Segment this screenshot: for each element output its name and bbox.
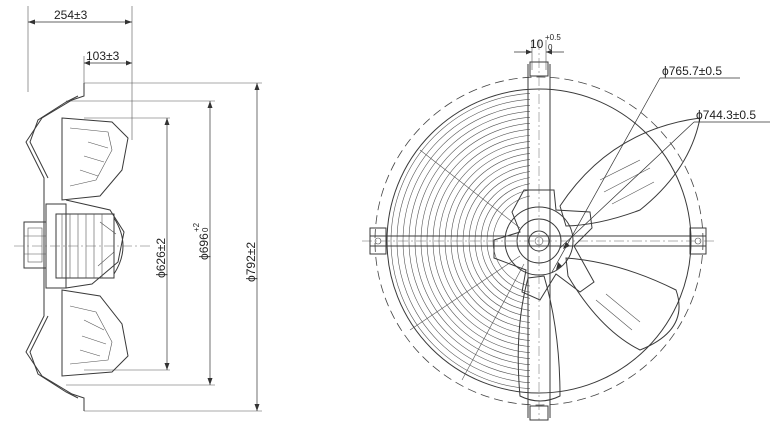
dim-phi-765: ϕ765.7±0.5 [551,64,740,273]
side-view: 254±3 103±3 [14,6,262,412]
dim-phi-792-label: ϕ792±2 [244,242,258,282]
dim-phi-744-label: ϕ744.3±0.5 [696,108,756,122]
dim-phi-626: ϕ626±2 [154,118,170,370]
dim-phi-792: ϕ792±2 [244,83,260,411]
dim-depth-grille: 103±3 [84,49,132,66]
front-view: 10 +0.5 0 ϕ765.7±0.5 ϕ744.3±0.5 [362,33,770,421]
hub-ring [516,218,562,264]
dim-slot-tol-lower: 0 [548,43,553,52]
dim-depth-total-label: 254±3 [54,8,88,22]
dim-slot-width: 10 +0.5 0 [514,33,564,70]
dim-phi-696-label: ϕ696 [197,233,211,260]
dim-phi-744: ϕ744.3±0.5 [559,108,770,249]
mount-left [369,227,387,255]
dim-depth-grille-label: 103±3 [86,49,120,63]
dim-slot-tol-upper: +0.5 [545,33,561,42]
dim-phi-696: ϕ696 +2 0 [192,101,213,385]
hub-outer [504,206,574,276]
mount-right [689,227,707,255]
dim-phi-696-tol-lower: 0 [201,227,210,232]
mount-top [529,61,549,77]
dim-phi-765-label: ϕ765.7±0.5 [662,64,722,78]
dim-phi-696-tol-upper: +2 [192,222,201,232]
mount-bottom [529,405,549,421]
hub-shaft [528,230,550,252]
dim-phi-626-label: ϕ626±2 [154,238,168,278]
hub-plate [493,189,595,301]
dim-depth-total: 254±3 [28,8,132,25]
blades [517,117,701,402]
dim-slot-width-label: 10 [530,37,544,51]
